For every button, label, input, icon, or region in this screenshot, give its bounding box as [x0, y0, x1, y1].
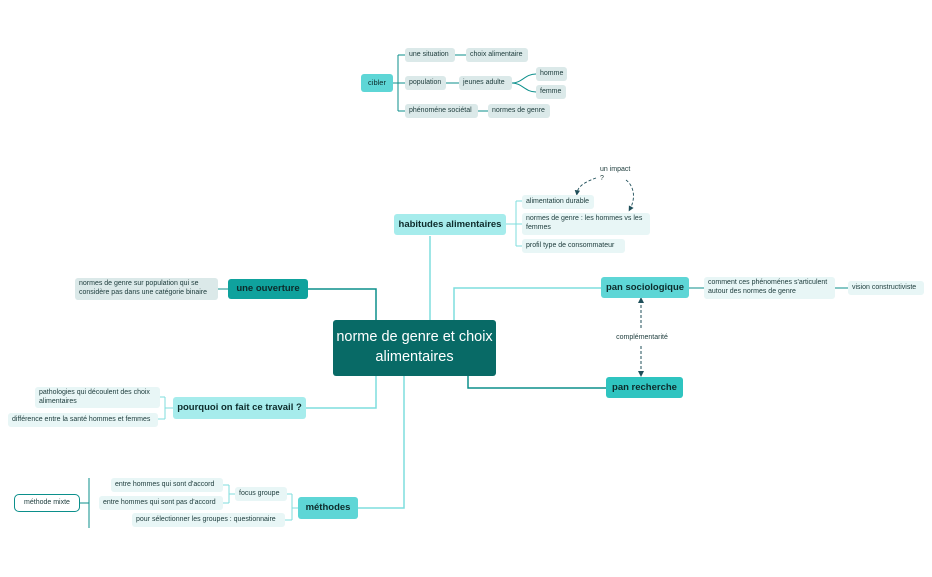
- une-ouverture-node[interactable]: une ouverture: [228, 279, 308, 299]
- une-situation-node[interactable]: une situation: [405, 48, 455, 62]
- cibler-node[interactable]: cibler: [361, 74, 393, 92]
- central-topic[interactable]: norme de genre et choix alimentaires: [333, 320, 496, 376]
- normes-de-genre-node[interactable]: normes de genre: [488, 104, 550, 118]
- phenomene-societal-node[interactable]: phénoméne sociétal: [405, 104, 478, 118]
- focus-groupe-node[interactable]: focus groupe: [235, 487, 287, 501]
- pathologies-node[interactable]: pathologies qui découlent des choix alim…: [35, 387, 160, 408]
- phenomenes-articulent-node[interactable]: comment ces phénoménes s'articulent auto…: [704, 277, 835, 299]
- vision-constructiviste-node[interactable]: vision constructiviste: [848, 281, 924, 295]
- jeunes-adulte-node[interactable]: jeunes adulte: [459, 76, 512, 90]
- population-node[interactable]: population: [405, 76, 446, 90]
- methode-mixte-node[interactable]: méthode mixte: [14, 494, 80, 512]
- profil-consommateur-node[interactable]: profil type de consommateur: [522, 239, 625, 253]
- pan-sociologique-node[interactable]: pan sociologique: [601, 277, 689, 298]
- difference-sante-node[interactable]: différence entre la santé hommes et femm…: [8, 413, 158, 427]
- ouverture-child-node[interactable]: normes de genre sur population qui se co…: [75, 278, 218, 300]
- hommes-pas-accord-node[interactable]: entre hommes qui sont pas d'accord: [99, 496, 223, 510]
- un-impact-label: un impact ?: [600, 166, 631, 182]
- habitudes-links: [506, 200, 522, 247]
- pourquoi-links: [158, 396, 173, 420]
- methodes-links: [223, 484, 298, 521]
- top-map-links: [393, 54, 537, 112]
- choix-alimentaire-node[interactable]: choix alimentaire: [466, 48, 528, 62]
- homme-node[interactable]: homme: [536, 67, 567, 81]
- pan-recherche-node[interactable]: pan recherche: [606, 377, 683, 398]
- questionnaire-node[interactable]: pour sélectionner les groupes : question…: [132, 513, 285, 527]
- alimentation-durable-node[interactable]: alimentation durable: [522, 195, 594, 209]
- pourquoi-node[interactable]: pourquoi on fait ce travail ?: [173, 397, 306, 419]
- femme-node[interactable]: femme: [536, 85, 566, 99]
- hommes-accord-node[interactable]: entre hommes qui sont d'accord: [111, 478, 223, 492]
- methodes-node[interactable]: méthodes: [298, 497, 358, 519]
- habitudes-alimentaires-node[interactable]: habitudes alimentaires: [394, 214, 506, 235]
- normes-hommes-femmes-node[interactable]: normes de genre : les hommes vs les femm…: [522, 213, 650, 235]
- impact-arrows: [574, 177, 634, 212]
- mixte-bracket: [80, 478, 90, 528]
- complementarite-label: complémentarité: [612, 332, 672, 344]
